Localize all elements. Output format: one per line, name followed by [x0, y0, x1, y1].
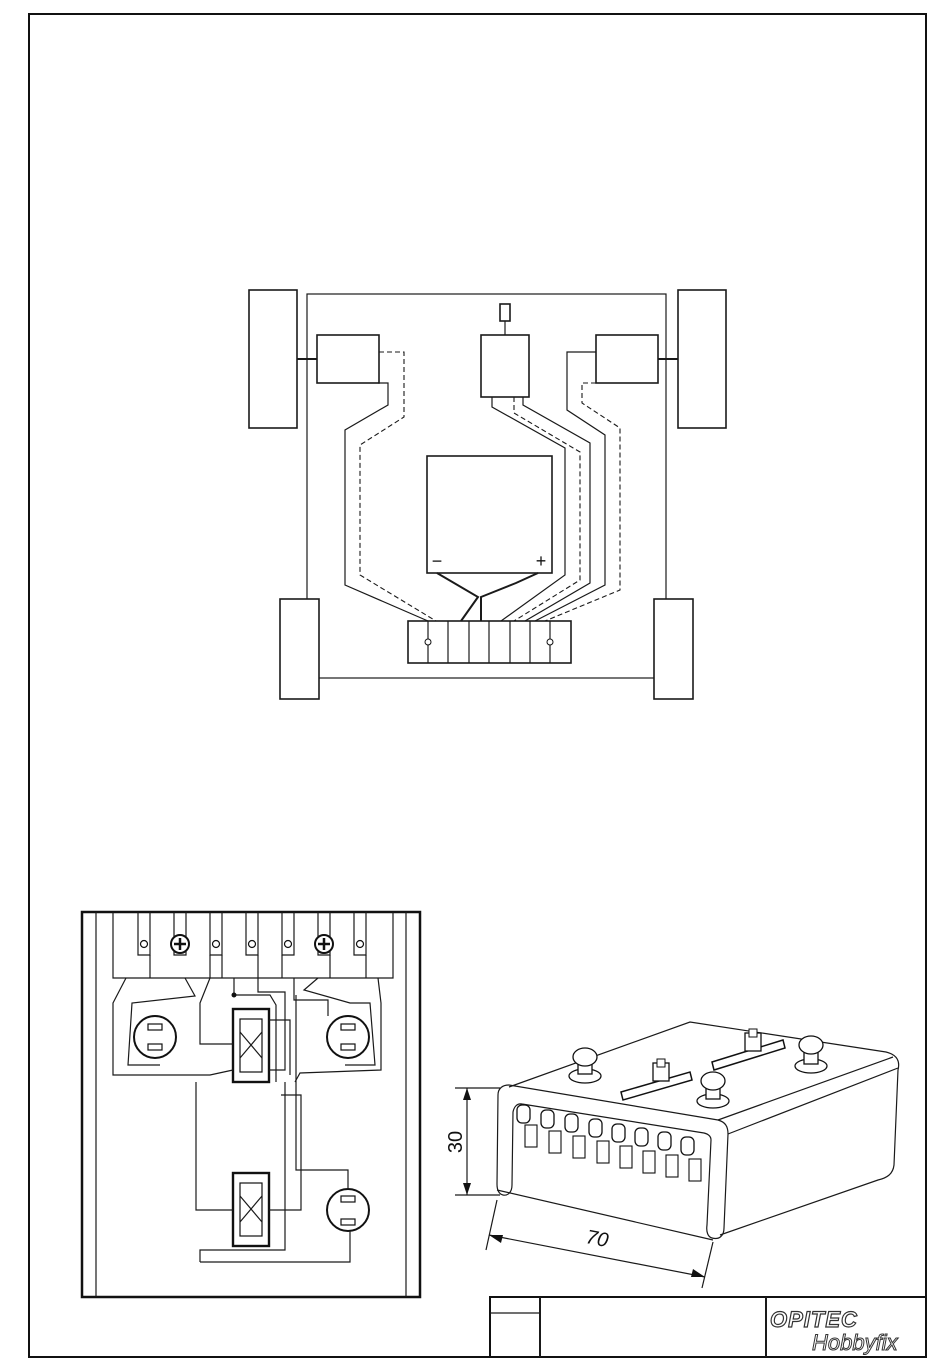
terminal-strip — [408, 621, 571, 663]
wheel-front-right — [654, 599, 693, 699]
brand-subtitle-text: Hobbyfix — [812, 1330, 899, 1355]
battery-pack — [427, 456, 552, 573]
led-icon — [327, 1016, 369, 1058]
center-module — [481, 335, 529, 397]
battery-minus-label: − — [432, 551, 443, 571]
terminal-post-icon — [569, 1048, 601, 1083]
wheel-rear-left — [249, 290, 297, 428]
battery-plus-label: + — [536, 551, 547, 571]
led-icon — [327, 1189, 369, 1231]
led-icon — [134, 1016, 176, 1058]
screw-icon — [171, 935, 189, 953]
pcb-layout — [82, 912, 420, 1297]
relay-icon — [233, 1173, 269, 1246]
wheel-rear-right — [678, 290, 726, 428]
chassis-wiring-diagram: − + — [249, 290, 726, 699]
switch-actuator — [500, 304, 510, 321]
screw-icon — [315, 935, 333, 953]
dimension-height: 30 — [445, 1088, 500, 1195]
terminal-post-icon — [697, 1072, 729, 1108]
brand-logo-text: OPITEC — [770, 1307, 858, 1332]
slide-switch-icon — [621, 1059, 692, 1100]
dimension-height-label: 30 — [445, 1131, 467, 1153]
wheel-front-left — [280, 599, 319, 699]
housing-isometric-view: 30 70 — [445, 1022, 899, 1288]
dimension-width-label: 70 — [584, 1226, 610, 1252]
motor-left — [317, 335, 379, 383]
relay-icon — [233, 1009, 269, 1082]
motor-right — [596, 335, 658, 383]
terminal-post-icon — [795, 1036, 827, 1073]
front-terminal-row — [517, 1105, 701, 1181]
